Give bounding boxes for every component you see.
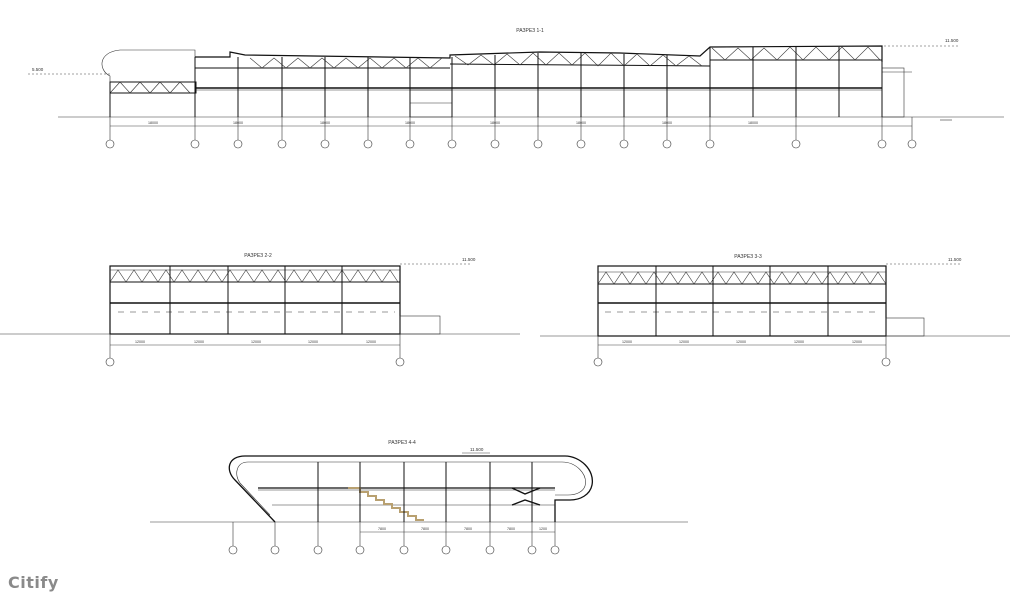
inner-shell bbox=[236, 461, 586, 516]
core-block bbox=[409, 89, 453, 118]
side-step bbox=[399, 315, 441, 335]
dim-text: 18000 bbox=[148, 121, 158, 125]
left-truss-web bbox=[109, 81, 191, 94]
level-label-left: 5.500 bbox=[32, 67, 44, 72]
dim-text: 7800 bbox=[378, 527, 386, 531]
level-label: 11.500 bbox=[948, 257, 962, 262]
axis-markers bbox=[228, 522, 560, 555]
dim-text: 12000 bbox=[251, 340, 261, 344]
section-bottom-title: РАЗРЕЗ 4-4 bbox=[388, 440, 416, 446]
dim-text: 12000 bbox=[794, 340, 804, 344]
section-mid-left: РАЗРЕЗ 2-2 11.500 12000 12000 12000 1200… bbox=[0, 253, 520, 367]
section-bottom: РАЗРЕЗ 4-4 11.500 7800 7800 7800 7800 12… bbox=[150, 440, 688, 555]
right-annex bbox=[881, 67, 905, 118]
columns bbox=[317, 462, 533, 522]
axis-markers bbox=[593, 336, 891, 367]
section-mid-left-title: РАЗРЕЗ 2-2 bbox=[244, 253, 272, 259]
columns bbox=[169, 266, 343, 334]
main-roof-line bbox=[195, 45, 883, 62]
side-step bbox=[885, 317, 925, 337]
truss-web-2 bbox=[454, 52, 703, 67]
dim-text: 12000 bbox=[308, 340, 318, 344]
dim-text: 1200 bbox=[539, 527, 547, 531]
section-long: РАЗРЕЗ 1-1 5.500 11.500 bbox=[28, 28, 1004, 149]
dim-text: 7800 bbox=[421, 527, 429, 531]
level-label: 11.500 bbox=[470, 447, 484, 452]
canopy-curve bbox=[101, 49, 196, 83]
dim-text: 12000 bbox=[622, 340, 632, 344]
dim-text: 7800 bbox=[507, 527, 515, 531]
frame bbox=[597, 265, 887, 337]
frame bbox=[109, 265, 401, 335]
columns bbox=[655, 266, 829, 336]
section-mid-right: РАЗРЕЗ 3-3 11.500 12000 12000 12000 1200… bbox=[540, 254, 1010, 367]
dim-text: 18000 bbox=[748, 121, 758, 125]
dim-text: 12000 bbox=[736, 340, 746, 344]
truss-web bbox=[109, 269, 399, 283]
truss-web-1 bbox=[249, 57, 443, 69]
dim-text: 12000 bbox=[852, 340, 862, 344]
section-mid-right-title: РАЗРЕЗ 3-3 bbox=[734, 254, 762, 260]
section-long-title: РАЗРЕЗ 1-1 bbox=[516, 28, 544, 34]
outer-shell bbox=[228, 455, 593, 523]
level-label: 11.500 bbox=[462, 257, 476, 262]
dim-text: 12000 bbox=[366, 340, 376, 344]
dim-text: 12000 bbox=[135, 340, 145, 344]
axis-markers-long bbox=[105, 117, 917, 149]
dim-text: 12000 bbox=[679, 340, 689, 344]
axis-markers bbox=[105, 334, 405, 367]
stair bbox=[348, 487, 424, 521]
level-label-right: 11.500 bbox=[945, 38, 959, 43]
truss-web bbox=[597, 271, 887, 285]
watermark-logo: Citify bbox=[8, 573, 59, 592]
left-block-truss bbox=[109, 81, 197, 94]
columns-long bbox=[194, 46, 883, 117]
dim-text: 7800 bbox=[464, 527, 472, 531]
dim-text: 12000 bbox=[194, 340, 204, 344]
node-connection bbox=[511, 487, 541, 506]
